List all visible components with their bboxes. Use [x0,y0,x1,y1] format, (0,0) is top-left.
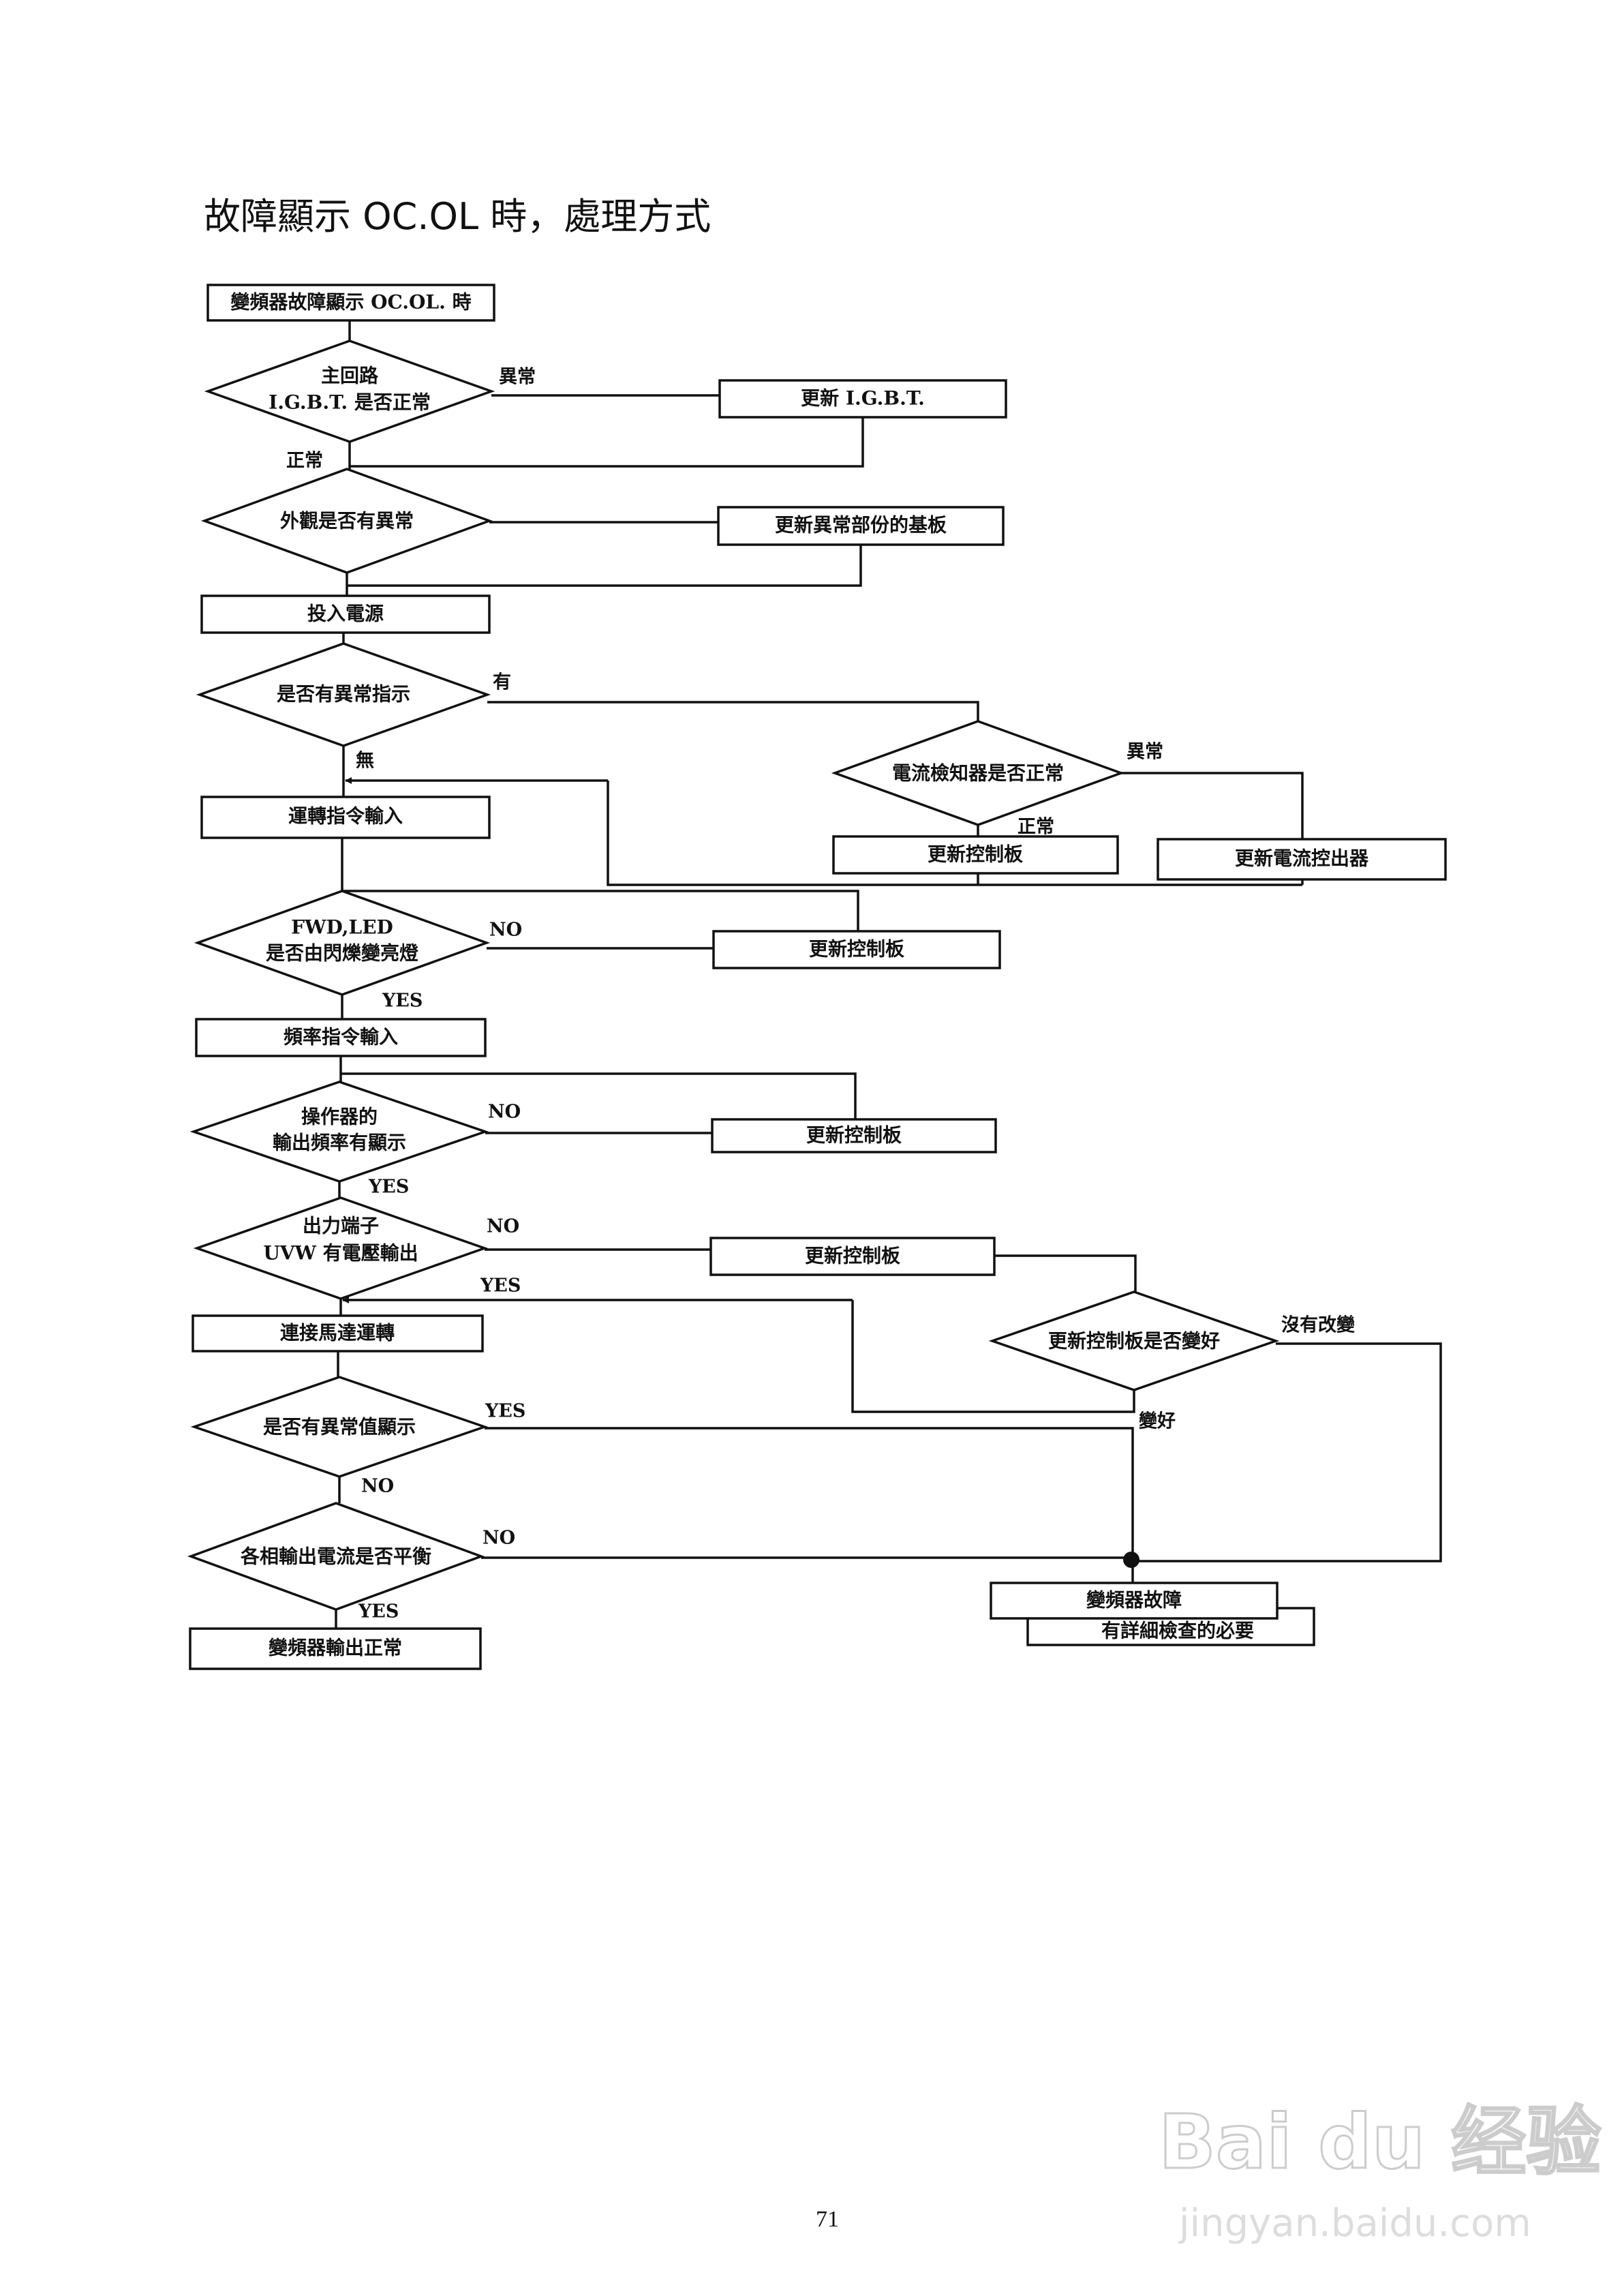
replace-igbt-text: 更新 I.G.B.T. [801,387,925,410]
junction-dot [1123,1552,1139,1568]
baidu-watermark-logo: Bai du 经验 jingyan.baidu.com [1158,2098,1602,2246]
replace-control-board-text-d: 更新控制板 [805,1245,900,1267]
decision-control-board-better [988,1290,1280,1391]
decision-abnormal-value [190,1376,489,1478]
decision-current-sensor-text: 電流檢知器是否正常 [892,762,1064,785]
replace-igbt-box [718,379,1007,419]
branch-label: NO [487,1216,519,1237]
inverter-fault-text: 變頻器故障 [1086,1589,1182,1612]
connector [851,1300,1135,1413]
branch-label: 無 [356,751,374,772]
run-command-text: 運轉指令輸入 [288,805,403,828]
branch-label: YES [382,991,423,1012]
decision-frequency-display-text-1: 操作器的 [301,1106,378,1128]
branch-label: NO [489,920,522,941]
connector [487,701,979,721]
decision-appearance-text: 外觀是否有異常 [280,510,414,532]
replace-current-sensor-text: 更新電流控出器 [1235,847,1369,870]
branch-label: 正常 [1017,817,1054,838]
replace-control-board-box-d [709,1237,996,1276]
connector [342,890,859,931]
connector [485,1427,1134,1583]
frequency-command-box [195,1018,487,1057]
decision-igbt-text-2: I.G.B.T. 是否正常 [269,391,431,414]
replace-control-board-text-a: 更新控制板 [928,843,1023,866]
watermark-logo-text: Bai du 经验 [1159,2098,1601,2186]
decision-uvw-voltage-text-2: UVW 有電壓輸出 [263,1242,418,1265]
decision-appearance [200,468,493,574]
decision-current-balance-text: 各相輸出電流是否平衡 [240,1545,431,1568]
inverter-fault-box [990,1582,1279,1620]
replace-control-board-text-c: 更新控制板 [806,1124,902,1147]
connect-motor-text: 連接馬達運轉 [280,1322,395,1344]
replace-control-board-box-a [832,835,1119,875]
branch-label: NO [483,1528,515,1549]
decision-abnormal-value-text: 是否有異常值顯示 [263,1416,416,1438]
replace-control-board-text-b: 更新控制板 [809,938,904,961]
start-box [206,284,495,322]
branch-label: NO [361,1476,394,1497]
run-command-box [200,796,491,839]
connector [350,417,864,468]
connector [1131,1342,1442,1562]
replace-abnormal-board-text: 更新異常部份的基板 [775,514,947,537]
branch-label: YES [480,1275,521,1297]
power-on-text: 投入電源 [307,603,384,625]
replace-control-board-box-c [711,1118,997,1153]
replace-abnormal-board-box [717,506,1005,546]
branch-label: 變好 [1139,1410,1176,1432]
branch-label: 正常 [286,451,323,472]
page-number: 71 [816,2207,839,2232]
connect-motor-box [192,1314,484,1353]
connector [341,1072,857,1119]
frequency-command-text: 頻率指令輸入 [284,1026,398,1048]
connectors [335,320,1442,1629]
decision-uvw-voltage-text-1: 出力端子 [303,1215,379,1237]
inverter-normal-box [189,1627,482,1670]
branch-label: YES [368,1177,409,1198]
connector [347,545,862,587]
branch-label: 異常 [499,367,536,388]
decision-current-balance [187,1502,485,1611]
decision-abnormal-indication [196,642,491,747]
power-on-box [200,594,491,634]
start-box-text: 變頻器故障顯示 OC.OL. 時 [230,291,471,314]
connector [994,1254,1137,1292]
decision-abnormal-indication-text: 是否有異常指示 [277,683,410,706]
replace-control-board-box-b [712,930,1001,969]
decision-current-sensor [831,720,1125,826]
replace-current-sensor-box [1157,838,1447,881]
branch-label: 異常 [1127,742,1163,763]
branch-labels: 異常 正常 有 無 異常 正常 NO YES NO YES NO YES 沒有改… [286,367,1356,1622]
watermark-url: jingyan.baidu.com [1178,2201,1531,2246]
branch-label: YES [485,1401,525,1422]
page-title: 故障顯示 OC.OL 時，處理方式 [204,195,711,238]
branch-label: 沒有改變 [1281,1314,1356,1336]
inverter-normal-text: 變頻器輸出正常 [269,1637,402,1659]
detailed-check-text: 有詳細檢查的必要 [1101,1620,1254,1642]
branch-label: 有 [493,672,511,693]
decision-fwd-led-text-2: 是否由閃爍變亮燈 [266,942,418,965]
branch-label: YES [358,1601,399,1622]
decision-frequency-display [189,1081,489,1183]
branch-label: NO [488,1102,521,1123]
decision-fwd-led-text-1: FWD,LED [291,916,393,939]
decision-uvw-voltage [193,1196,489,1300]
decision-control-board-better-text: 更新控制板是否變好 [1048,1330,1220,1353]
decision-igbt [204,339,495,443]
decision-frequency-display-text-2: 輸出頻率有顯示 [273,1132,406,1154]
decision-igbt-text-1: 主回路 [321,365,379,387]
connector [1121,772,1304,839]
decision-fwd-led [194,890,491,996]
